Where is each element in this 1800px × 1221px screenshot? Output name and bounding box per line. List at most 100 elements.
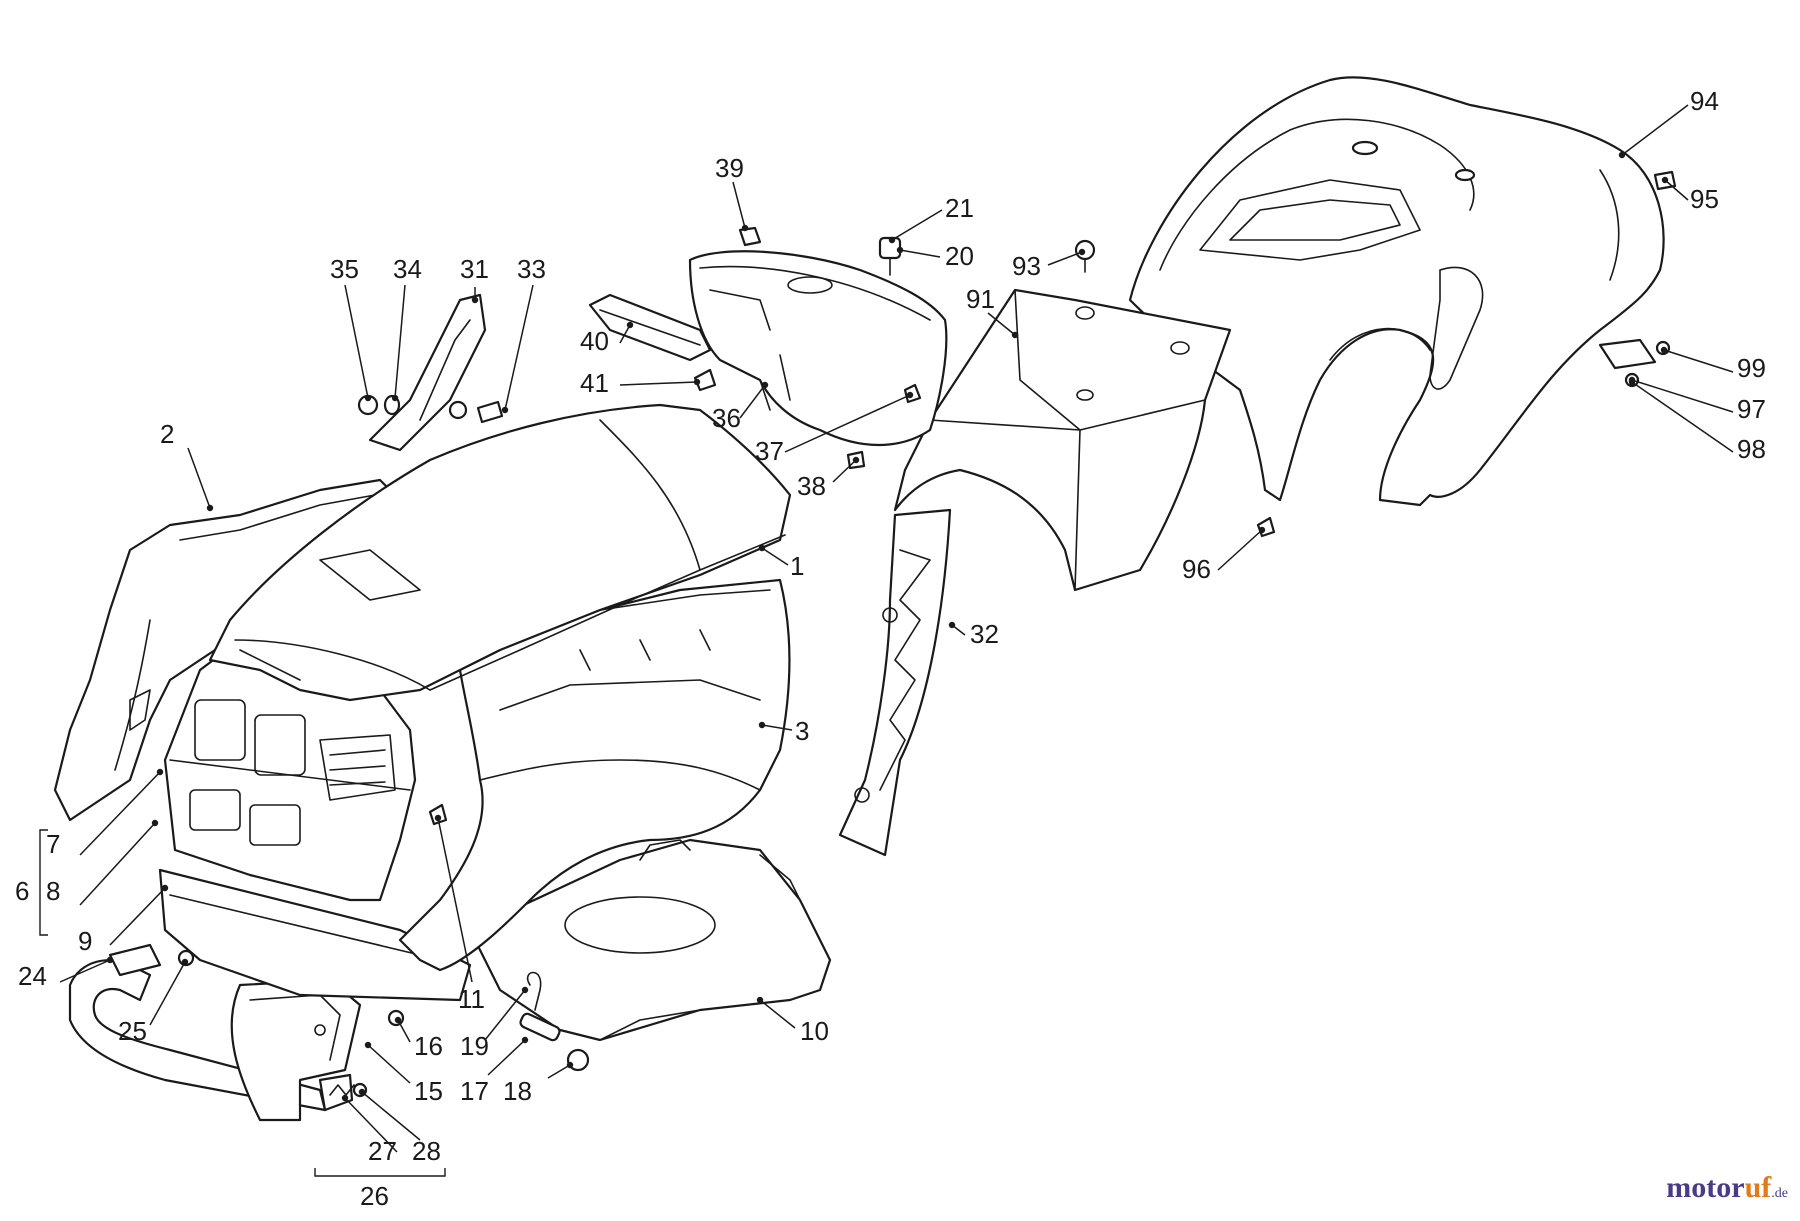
leader-line [784,394,911,453]
callout-10: 10 [800,1016,829,1046]
leader-dot [471,296,479,304]
callout-97: 97 [1737,394,1766,424]
watermark-part2: uf [1744,1171,1772,1204]
leader-line [739,384,766,419]
callout-41: 41 [580,368,609,398]
leader-dot [521,986,529,994]
leader-dot [161,884,169,892]
leader-dot [756,996,764,1004]
leader-line [1621,104,1689,156]
leader-line [109,887,166,946]
leader-dot [358,1088,366,1096]
callout-25: 25 [118,1016,147,1046]
leader-line [344,1097,398,1153]
leader-dot [1628,378,1636,386]
callout-16: 16 [414,1031,443,1061]
callout-labels: 1 2 3 6 7 8 9 10 11 15 16 17 18 19 20 21… [15,86,1766,1211]
leader-line [1047,251,1083,266]
hood-bracket [368,293,487,452]
leader-line [361,1091,421,1141]
leader-dot [1258,526,1266,534]
leader-dot [341,1094,349,1102]
callout-39: 39 [715,153,744,183]
callout-37: 37 [755,436,784,466]
leader-line [761,547,789,566]
callout-21: 21 [945,193,974,223]
group-brackets [39,829,446,1177]
callout-26: 26 [360,1181,389,1211]
leader-dot [626,321,634,329]
callout-19: 19 [460,1031,489,1061]
callout-1: 1 [790,551,804,581]
leader-line [732,181,746,229]
callout-27: 27 [368,1136,397,1166]
leader-line [1664,179,1689,201]
leader-line [394,284,406,399]
leader-dot [151,819,159,827]
leader-line [59,959,111,983]
leader-dot [758,544,766,552]
shroud-40 [588,293,712,362]
leader-line [1631,381,1734,453]
watermark-part1: motor [1666,1171,1745,1204]
leader-dot [1661,176,1669,184]
leader-line [1217,529,1263,571]
leader-line [832,459,857,483]
callout-8: 8 [46,876,60,906]
rear-fender [1128,76,1665,507]
leader-dot [948,621,956,629]
callout-2: 2 [160,419,174,449]
leader-dot [521,1036,529,1044]
leader-line [1663,349,1734,373]
leader-line [619,324,631,344]
callout-93: 93 [1012,251,1041,281]
leader-dot [906,391,914,399]
leader-line [149,961,186,1026]
leader-dot [181,958,189,966]
callout-9: 9 [78,926,92,956]
lower-front-panel [158,868,472,1002]
leader-dot [106,956,114,964]
leader-lines [59,104,1734,1153]
leader-dot [758,721,766,729]
side-panel [398,578,791,972]
mud-flap [893,288,1232,592]
callout-40: 40 [580,326,609,356]
leader-dot [1660,346,1668,354]
leader-line [547,1064,571,1079]
callout-24: 24 [18,961,47,991]
hood [208,403,792,702]
leader-line [367,1044,411,1084]
callout-31: 31 [460,254,489,284]
leader-line [437,817,473,983]
callout-98: 98 [1737,434,1766,464]
leader-line [79,822,156,906]
callout-15: 15 [414,1076,443,1106]
leader-dot [741,224,749,232]
callout-11: 11 [458,984,485,1014]
leader-dot [501,406,509,414]
callout-94: 94 [1690,86,1719,116]
leader-dot [391,394,399,402]
leader-line [187,447,211,509]
dash-cover [688,250,948,446]
callout-20: 20 [945,241,974,271]
callout-7: 7 [46,829,60,859]
callout-17: 17 [460,1076,489,1106]
leader-dot [888,236,896,244]
callout-33: 33 [517,254,546,284]
callout-95: 95 [1690,184,1719,214]
leader-line [619,381,698,386]
callout-36: 36 [712,403,741,433]
leader-line [987,312,1016,336]
leader-line [504,284,534,411]
side-trim [838,508,952,857]
callout-6: 6 [15,876,29,906]
bumper-bracket [230,978,362,1122]
leader-dot [1011,331,1019,339]
leader-dot [852,456,860,464]
callout-99: 99 [1737,353,1766,383]
leader-line [79,771,161,856]
leader-dot [364,394,372,402]
